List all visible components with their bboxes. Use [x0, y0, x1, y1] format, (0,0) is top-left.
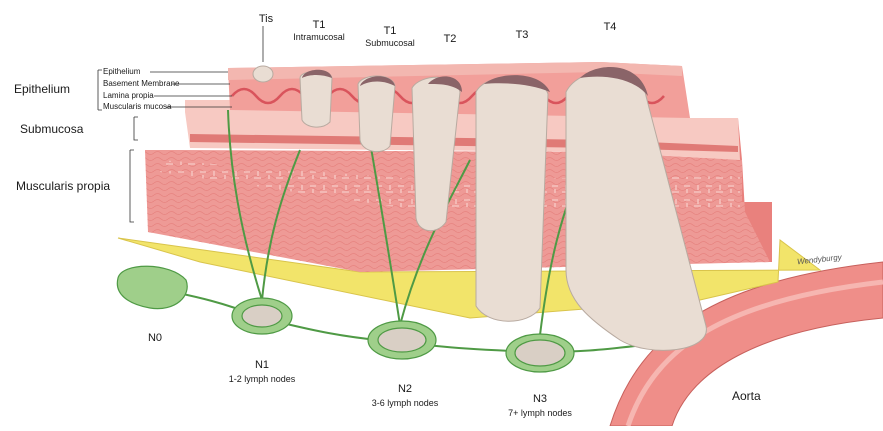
tumor-tis	[252, 65, 274, 83]
label-n2-count: 3-6 lymph nodes	[371, 398, 439, 408]
tumor-t2	[411, 76, 461, 232]
label-tis: Tis	[258, 13, 274, 25]
label-basement-membrane: Basement Membrane	[103, 79, 180, 88]
positive-lymph-nodes	[231, 297, 575, 373]
aorta-highlight	[625, 279, 883, 427]
label-n1: N1	[254, 359, 270, 371]
tumor-t1-intramucosal	[299, 70, 333, 128]
label-t2: T2	[443, 33, 457, 45]
tumor-t3	[475, 76, 549, 322]
label-submucosal: Submucosal	[365, 38, 415, 48]
label-n0: N0	[147, 332, 163, 344]
label-intramucosal: Intramucosal	[293, 32, 345, 42]
epithelium-surface	[228, 62, 682, 80]
tumors	[252, 65, 707, 351]
label-muscularis-propria: Muscularis propia	[16, 179, 111, 193]
label-n3-count: 7+ lymph nodes	[508, 408, 572, 418]
label-muscularis-mucosa: Muscularis mucosa	[103, 102, 172, 111]
label-t4: T4	[603, 21, 617, 33]
label-t3: T3	[515, 29, 529, 41]
tumor-caps	[302, 67, 648, 96]
label-t1-intramucosal: T1	[312, 19, 326, 31]
n0-lymph-node	[116, 265, 188, 310]
label-lamina-propria: Lamina propia	[103, 91, 154, 100]
layer-leader-lines	[97, 26, 264, 223]
label-n1-count: 1-2 lymph nodes	[228, 374, 296, 384]
label-aorta: Aorta	[732, 389, 761, 403]
label-submucosa: Submucosa	[20, 122, 84, 136]
label-n3: N3	[532, 393, 548, 405]
label-t1-submucosal: T1	[383, 25, 397, 37]
label-epithelium-group: Epithelium	[14, 82, 71, 96]
tumor-t1-submucosal	[357, 75, 396, 153]
label-n2: N2	[397, 383, 413, 395]
label-epithelium: Epithelium	[103, 67, 141, 76]
